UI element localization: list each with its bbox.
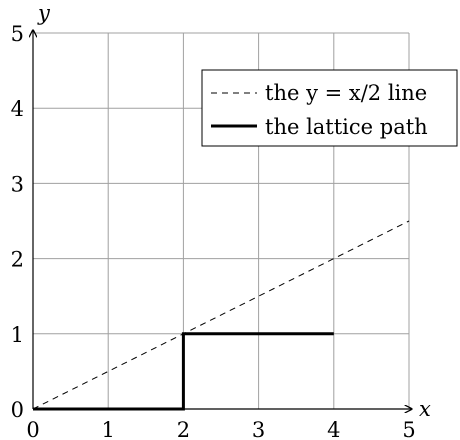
y-axis-label: y: [37, 1, 51, 25]
axes: [33, 31, 411, 409]
y-tick-label: 5: [11, 22, 24, 46]
legend-label-path: the lattice path: [265, 115, 428, 139]
tick-labels: 0 1 2 3 4 5 0 1 2 3 4 5: [11, 22, 416, 440]
x-tick-label: 5: [402, 418, 415, 440]
x-axis-label: x: [419, 397, 431, 421]
y-tick-label: 0: [11, 398, 24, 422]
y-tick-label: 1: [11, 323, 24, 347]
x-tick-label: 3: [252, 418, 265, 440]
legend-label-line: the y = x/2 line: [265, 81, 427, 105]
x-tick-label: 1: [102, 418, 115, 440]
y-tick-label: 4: [11, 97, 24, 121]
y-tick-label: 2: [11, 248, 24, 272]
x-tick-label: 4: [327, 418, 340, 440]
x-tick-label: 0: [26, 418, 39, 440]
y-tick-label: 3: [11, 172, 24, 196]
plot-area: [32, 220, 410, 411]
series-lattice-path: [33, 332, 334, 411]
series-reference-line: [32, 220, 410, 410]
legend: the y = x/2 line the lattice path: [201, 69, 458, 147]
legend-box: [201, 69, 458, 147]
x-tick-label: 2: [177, 418, 190, 440]
